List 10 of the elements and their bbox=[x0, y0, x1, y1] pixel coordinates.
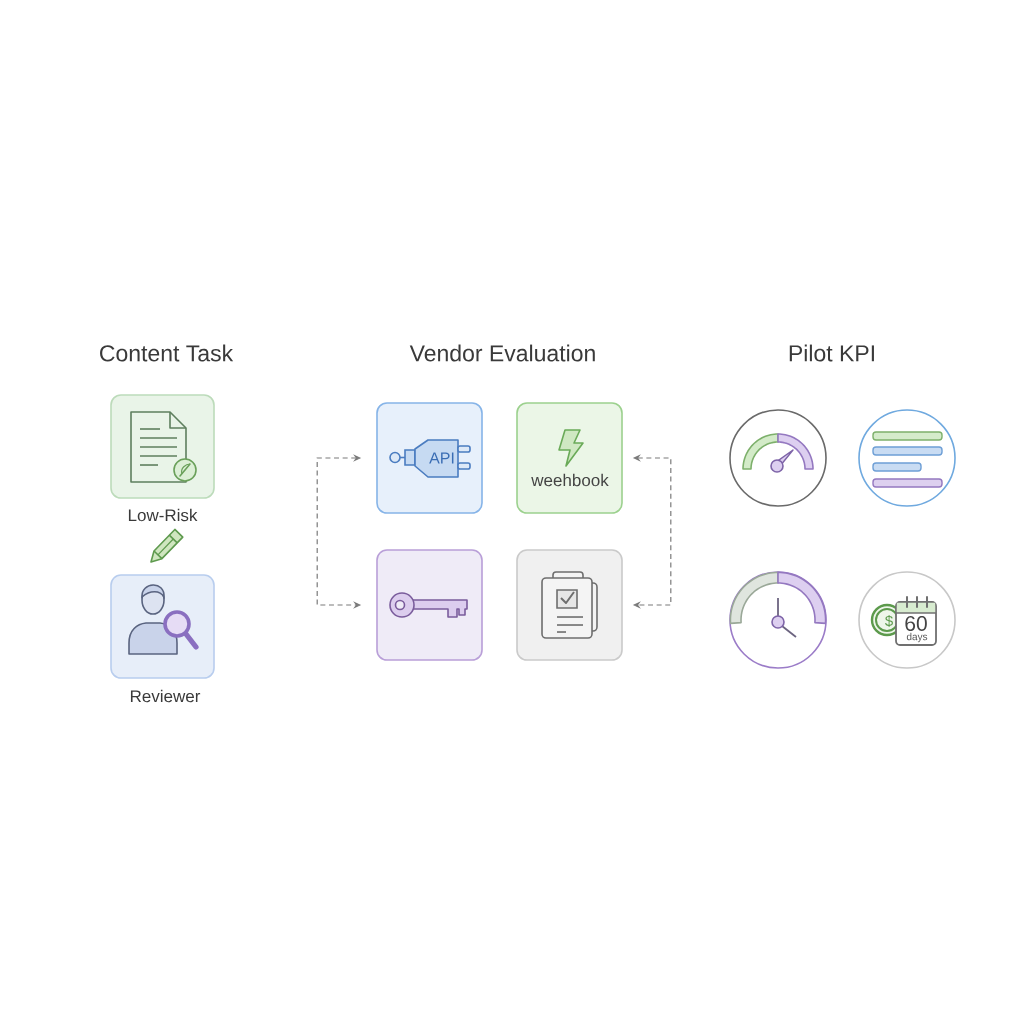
column-heading: Content Task bbox=[100, 344, 234, 362]
currency-sign: $ bbox=[885, 614, 893, 628]
column-heading: Vendor Evaluation bbox=[409, 344, 595, 362]
tile-caption: Reviewer bbox=[130, 689, 201, 703]
tile-caption: Low-Risk bbox=[128, 508, 198, 522]
plug-label: API bbox=[429, 452, 454, 464]
tile-label: weehbook bbox=[531, 473, 609, 487]
day-count: 60 bbox=[905, 616, 927, 631]
unit-label: days bbox=[906, 632, 928, 643]
column-heading: Pilot KPI bbox=[789, 344, 874, 362]
